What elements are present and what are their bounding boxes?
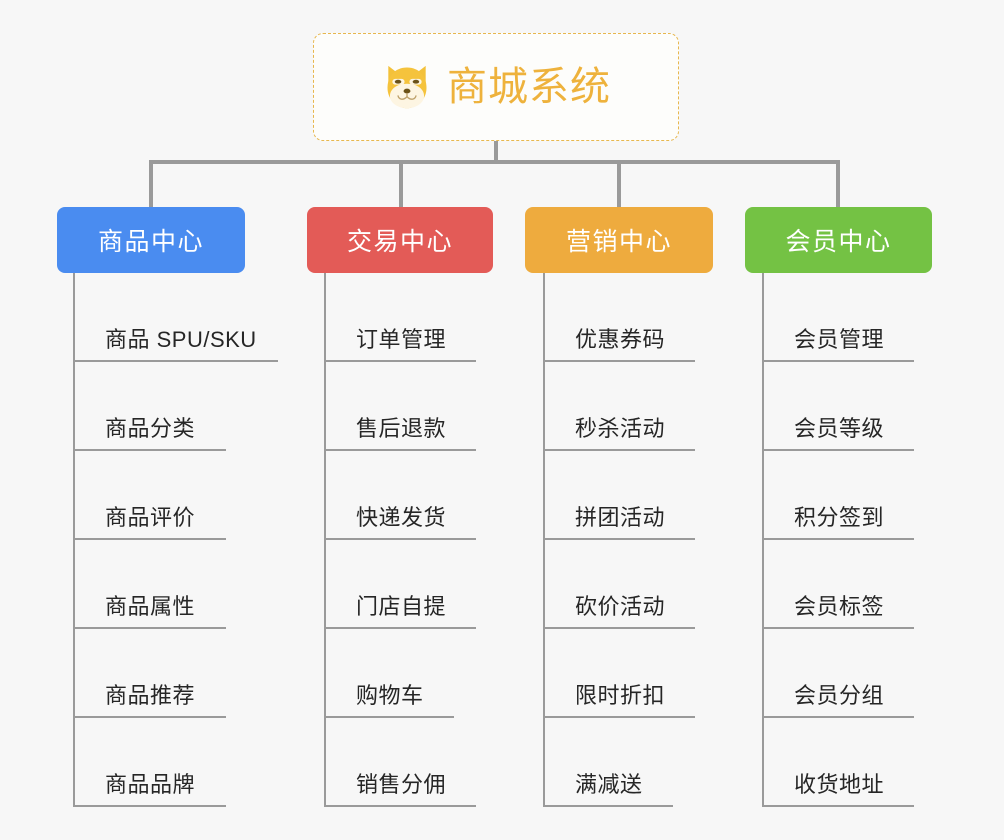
connector-drop-1 xyxy=(149,160,153,207)
leaf-item-label: 砍价活动 xyxy=(575,594,666,619)
leaf-item-label: 购物车 xyxy=(356,683,424,708)
leaf-item-label: 销售分佣 xyxy=(356,772,447,797)
leaf-item-label: 会员标签 xyxy=(794,594,885,619)
leaf-item[interactable]: 积分签到 xyxy=(762,451,914,540)
leaf-item[interactable]: 商品属性 xyxy=(73,540,226,629)
leaf-item-label: 商品分类 xyxy=(105,416,196,441)
leaf-item[interactable]: 商品推荐 xyxy=(73,629,226,718)
leaf-spine xyxy=(762,273,764,807)
leaf-item[interactable]: 会员分组 xyxy=(762,629,914,718)
leaf-item-label: 商品评价 xyxy=(105,505,196,530)
category-box-4[interactable]: 会员中心 xyxy=(745,207,932,273)
leaf-item-label: 会员管理 xyxy=(794,327,885,352)
connector-drop-4 xyxy=(836,160,840,207)
leaf-spine xyxy=(543,273,545,807)
leaf-item-label: 拼团活动 xyxy=(575,505,666,530)
leaf-item[interactable]: 会员标签 xyxy=(762,540,914,629)
leaf-item-label: 商品推荐 xyxy=(105,683,196,708)
leaf-item[interactable]: 订单管理 xyxy=(324,273,476,362)
leaf-item-label: 限时折扣 xyxy=(575,683,666,708)
root-node[interactable]: 商城系统 xyxy=(313,33,679,141)
category-label: 会员中心 xyxy=(785,228,892,256)
leaf-item-label: 秒杀活动 xyxy=(575,416,666,441)
leaf-item[interactable]: 商品评价 xyxy=(73,451,226,540)
connector-horizontal-bus xyxy=(149,160,840,164)
leaf-item[interactable]: 快递发货 xyxy=(324,451,476,540)
leaf-item[interactable]: 会员等级 xyxy=(762,362,914,451)
leaf-item[interactable]: 优惠券码 xyxy=(543,273,695,362)
leaf-item-label: 商品品牌 xyxy=(105,772,196,797)
leaf-item-label: 订单管理 xyxy=(356,327,447,352)
category-box-1[interactable]: 商品中心 xyxy=(57,207,245,273)
leaf-item[interactable]: 拼团活动 xyxy=(543,451,695,540)
root-title: 商城系统 xyxy=(447,65,611,109)
leaf-item-label: 满减送 xyxy=(575,772,643,797)
category-box-3[interactable]: 营销中心 xyxy=(525,207,713,273)
leaf-item-label: 门店自提 xyxy=(356,594,447,619)
shiba-dog-icon xyxy=(387,65,427,109)
leaf-item-label: 会员分组 xyxy=(794,683,885,708)
category-label: 商品中心 xyxy=(97,228,204,256)
connector-drop-2 xyxy=(399,160,403,207)
leaf-item[interactable]: 销售分佣 xyxy=(324,718,476,807)
connector-root-stub xyxy=(494,141,498,162)
leaf-item[interactable]: 砍价活动 xyxy=(543,540,695,629)
leaf-item[interactable]: 售后退款 xyxy=(324,362,476,451)
leaf-item[interactable]: 商品品牌 xyxy=(73,718,226,807)
leaf-item-label: 商品 SPU/SKU xyxy=(105,327,257,352)
leaf-item-label: 会员等级 xyxy=(794,416,885,441)
leaf-item-label: 售后退款 xyxy=(356,416,447,441)
leaf-item[interactable]: 购物车 xyxy=(324,629,454,718)
leaf-item-label: 积分签到 xyxy=(794,505,885,530)
leaf-item[interactable]: 门店自提 xyxy=(324,540,476,629)
category-box-2[interactable]: 交易中心 xyxy=(307,207,493,273)
leaf-item[interactable]: 限时折扣 xyxy=(543,629,695,718)
leaf-item-label: 优惠券码 xyxy=(575,327,666,352)
leaf-spine xyxy=(73,273,75,807)
connector-drop-3 xyxy=(617,160,621,207)
leaf-item-label: 快递发货 xyxy=(356,505,447,530)
leaf-item[interactable]: 会员管理 xyxy=(762,273,914,362)
leaf-item[interactable]: 商品分类 xyxy=(73,362,226,451)
leaf-item[interactable]: 商品 SPU/SKU xyxy=(73,273,278,362)
leaf-item[interactable]: 收货地址 xyxy=(762,718,914,807)
leaf-item-label: 收货地址 xyxy=(794,772,885,797)
category-label: 交易中心 xyxy=(346,228,453,256)
leaf-spine xyxy=(324,273,326,807)
leaf-item[interactable]: 满减送 xyxy=(543,718,673,807)
leaf-item-label: 商品属性 xyxy=(105,594,196,619)
leaf-item[interactable]: 秒杀活动 xyxy=(543,362,695,451)
category-label: 营销中心 xyxy=(565,228,672,256)
